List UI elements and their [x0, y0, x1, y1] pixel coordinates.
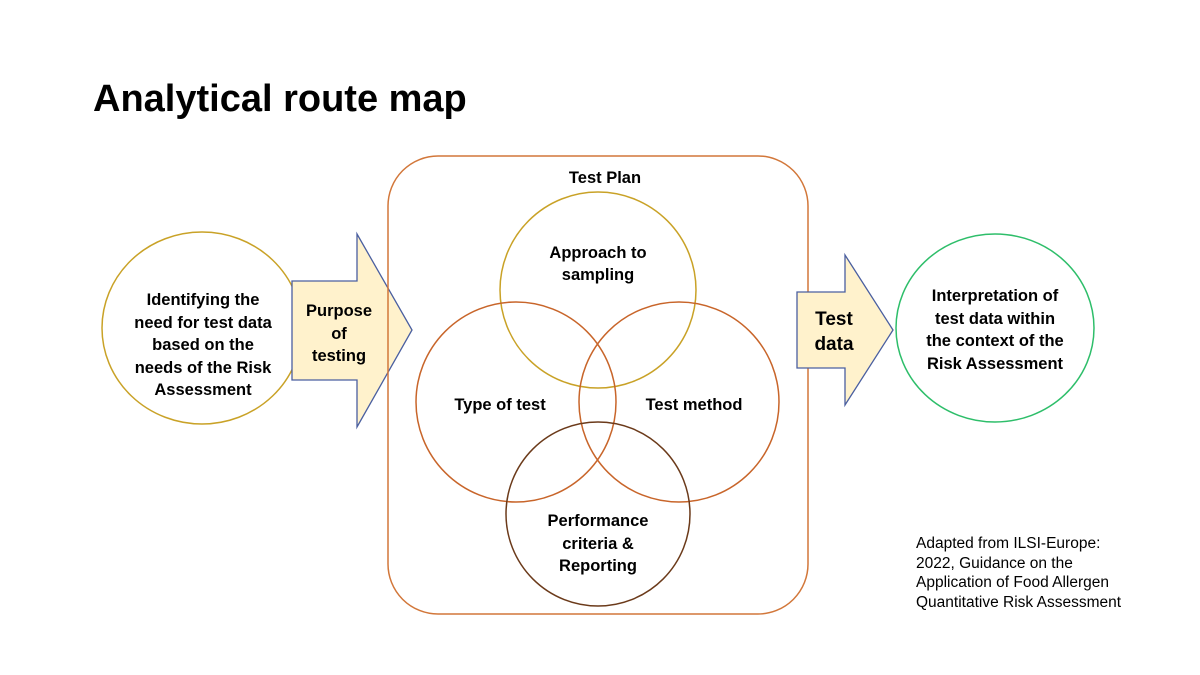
type-of-test-label: Type of test	[454, 396, 546, 414]
interpretation-circle	[895, 233, 1095, 423]
need-label: Identifying the need for test data based…	[134, 291, 272, 399]
purpose-arrow	[291, 231, 413, 430]
test-plan-title: Test Plan	[568, 169, 642, 187]
test-data-arrow	[796, 252, 894, 408]
performance-circle	[505, 421, 691, 607]
type-of-test-circle	[415, 301, 617, 503]
approach-label: Approach to sampling	[549, 244, 647, 284]
test-data-label: Test data	[814, 309, 854, 355]
performance-label: Performance criteria & Reporting	[547, 512, 649, 575]
page-title: Analytical route map	[93, 78, 467, 120]
interpretation-label: Interpretation of test data within the c…	[926, 287, 1064, 373]
approach-circle	[499, 191, 697, 389]
test-method-label: Test method	[645, 396, 743, 414]
test-plan-box	[387, 155, 809, 615]
citation-note: Adapted from ILSI-Europe: 2022, Guidance…	[916, 535, 1122, 611]
test-method-circle	[578, 301, 780, 503]
purpose-label: Purpose of testing	[305, 302, 373, 365]
